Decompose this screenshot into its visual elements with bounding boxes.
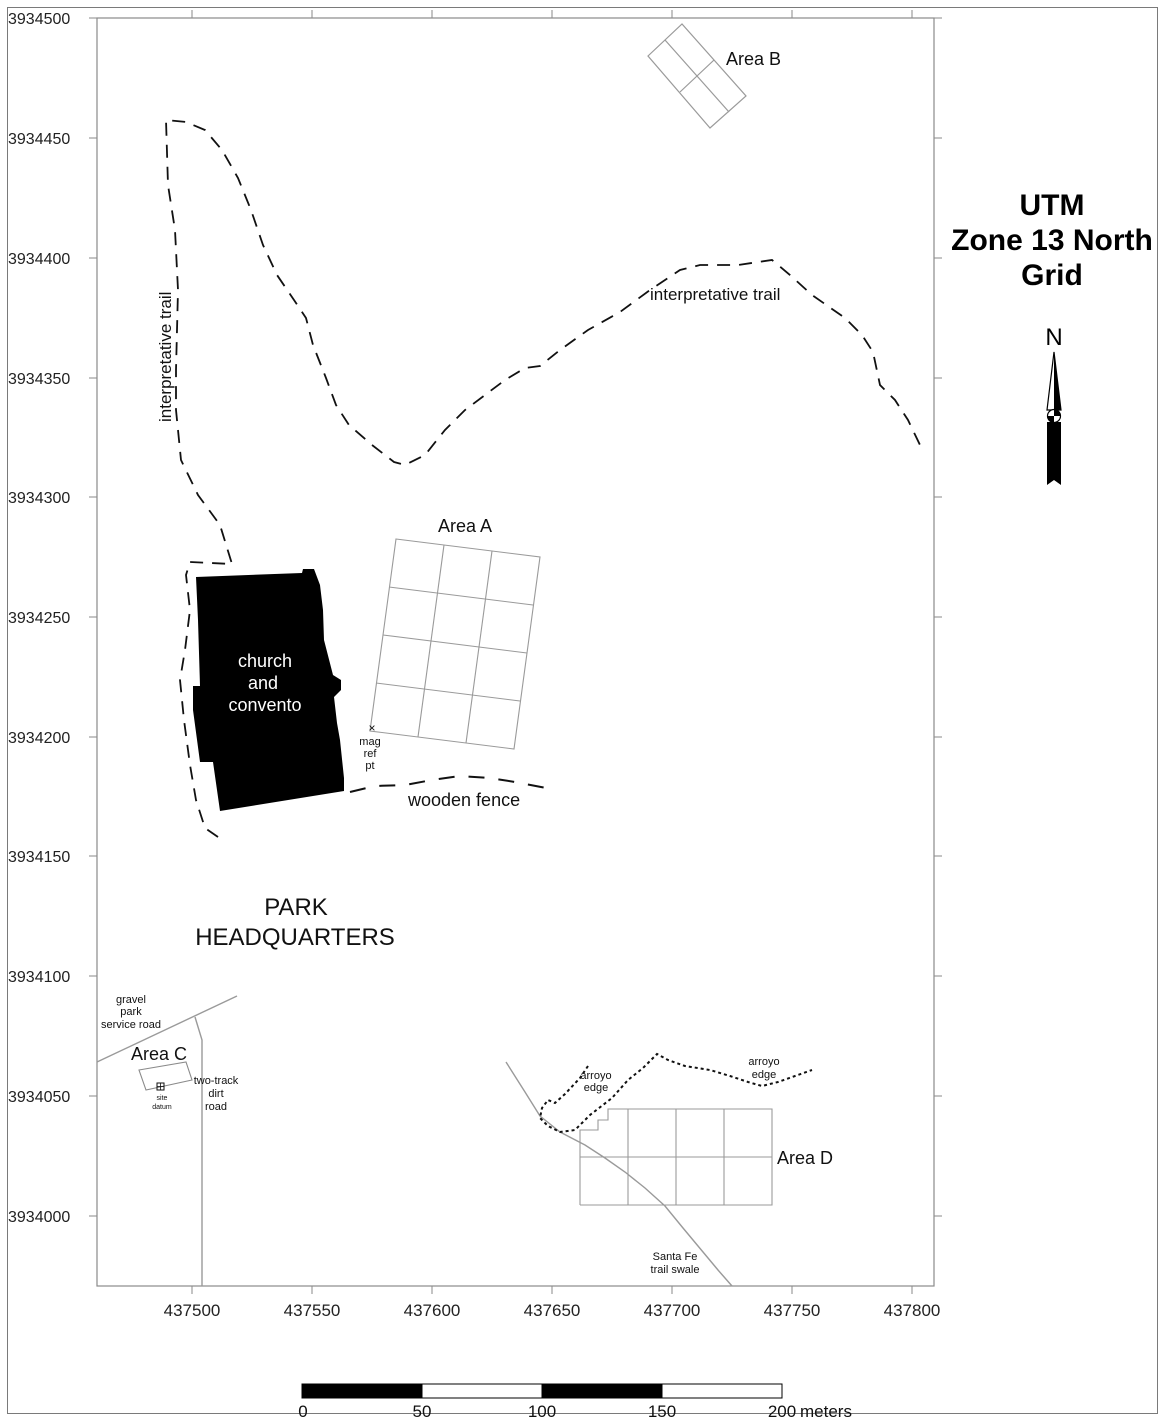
roads	[96, 995, 238, 1286]
area-b-grid	[647, 23, 747, 129]
mag-ref-label: mag ref pt	[359, 736, 380, 772]
santa-fe-line: Santa Fe	[653, 1251, 698, 1263]
wooden-fence	[349, 774, 547, 793]
scale-bar: 0 50 100 150 200 meters	[298, 1383, 852, 1421]
park-hq-line: PARK	[264, 894, 328, 921]
y-tick-label: 3934400	[8, 251, 70, 268]
map-frame	[7, 7, 1158, 1414]
arroyo-line: arroyo	[748, 1056, 779, 1068]
x-tick-label: 437600	[404, 1301, 461, 1320]
north-label: N	[1045, 324, 1062, 351]
scale-tick-label: 150	[648, 1402, 676, 1421]
arroyo-line: edge	[752, 1069, 776, 1081]
mag-ref-line: mag	[359, 736, 380, 748]
santa-fe-trail-swale	[505, 1061, 733, 1287]
gravel-line: service road	[101, 1019, 161, 1031]
y-tick-label: 3934300	[8, 490, 70, 507]
mag-ref-marker: ×	[368, 721, 375, 735]
area-c-outline	[138, 1061, 193, 1091]
santa-fe-line: trail swale	[651, 1264, 700, 1276]
y-tick-labels: 3934500 3934450 3934400 3934350 3934300 …	[8, 11, 70, 1226]
area-a-label: Area A	[438, 516, 492, 536]
arroyo-label-2: arroyo edge	[748, 1056, 779, 1081]
x-tick-label: 437750	[764, 1301, 821, 1320]
park-hq-line: HEADQUARTERS	[195, 924, 395, 951]
trail-label-horizontal: interpretative trail	[650, 285, 780, 304]
site-datum-line: datum	[152, 1104, 172, 1111]
y-tick-label: 3934100	[8, 969, 70, 986]
y-tick-label: 3934350	[8, 371, 70, 388]
church-label-line: convento	[228, 695, 301, 715]
fence-label: wooden fence	[407, 790, 520, 810]
area-d-grid	[579, 1108, 773, 1206]
y-tick-label: 3934200	[8, 730, 70, 747]
y-tick-label: 3934500	[8, 11, 70, 28]
x-tick-label: 437800	[884, 1301, 941, 1320]
trail-label-vertical: interpretative trail	[156, 292, 175, 422]
two-track-line: two-track	[194, 1075, 239, 1087]
arroyo-line: arroyo	[580, 1070, 611, 1082]
gravel-line: park	[120, 1006, 142, 1018]
park-headquarters-label: PARK HEADQUARTERS	[195, 894, 395, 951]
site-datum-label: site datum	[152, 1095, 172, 1111]
gravel-road-label: gravel park service road	[101, 994, 161, 1031]
mag-ref-line: pt	[365, 760, 374, 772]
site-datum-line: site	[157, 1095, 168, 1102]
x-tick-label: 437550	[284, 1301, 341, 1320]
area-c-label: Area C	[131, 1044, 187, 1064]
two-track-road	[194, 1016, 203, 1286]
tick-marks	[89, 10, 942, 1294]
y-tick-label: 3934150	[8, 849, 70, 866]
two-track-line: road	[205, 1101, 227, 1113]
area-d-label: Area D	[777, 1148, 833, 1168]
scale-tick-label: 100	[528, 1402, 556, 1421]
church-convento-building	[193, 569, 344, 811]
area-b-label: Area B	[726, 49, 781, 69]
church-label-line: church	[238, 651, 292, 671]
north-arrow-icon: N	[1045, 324, 1063, 485]
scale-unit: meters	[800, 1402, 852, 1421]
scale-tick-label: 0	[298, 1402, 307, 1421]
y-tick-label: 3934250	[8, 610, 70, 627]
arroyo-line: edge	[584, 1082, 608, 1094]
mag-ref-line: ref	[364, 748, 378, 760]
grid-title-line: Grid	[1021, 259, 1083, 292]
x-tick-label: 437650	[524, 1301, 581, 1320]
area-a-grid	[369, 538, 541, 750]
x-tick-labels: 437500 437550 437600 437650 437700 43775…	[164, 1301, 941, 1320]
arroyo-label-1: arroyo edge	[580, 1070, 611, 1094]
arroyo-edge	[538, 1052, 813, 1134]
y-tick-label: 3934450	[8, 131, 70, 148]
interpretative-trail	[165, 119, 921, 838]
plot-border	[96, 17, 935, 1287]
y-tick-label: 3934050	[8, 1089, 70, 1106]
scale-tick-label: 200	[768, 1402, 796, 1421]
grid-title: UTM Zone 13 North Grid	[951, 189, 1153, 292]
church-label-line: and	[248, 673, 278, 693]
santa-fe-label: Santa Fe trail swale	[651, 1251, 700, 1276]
y-tick-label: 3934000	[8, 1209, 70, 1226]
gravel-line: gravel	[116, 994, 146, 1006]
grid-title-line: Zone 13 North	[951, 224, 1153, 257]
gravel-road	[96, 995, 238, 1063]
grid-title-line: UTM	[1020, 189, 1085, 222]
x-tick-label: 437500	[164, 1301, 221, 1320]
two-track-label: two-track dirt road	[194, 1075, 239, 1113]
two-track-line: dirt	[208, 1088, 223, 1100]
church-label: church and convento	[228, 651, 301, 715]
x-tick-label: 437700	[644, 1301, 701, 1320]
scale-tick-label: 50	[413, 1402, 432, 1421]
